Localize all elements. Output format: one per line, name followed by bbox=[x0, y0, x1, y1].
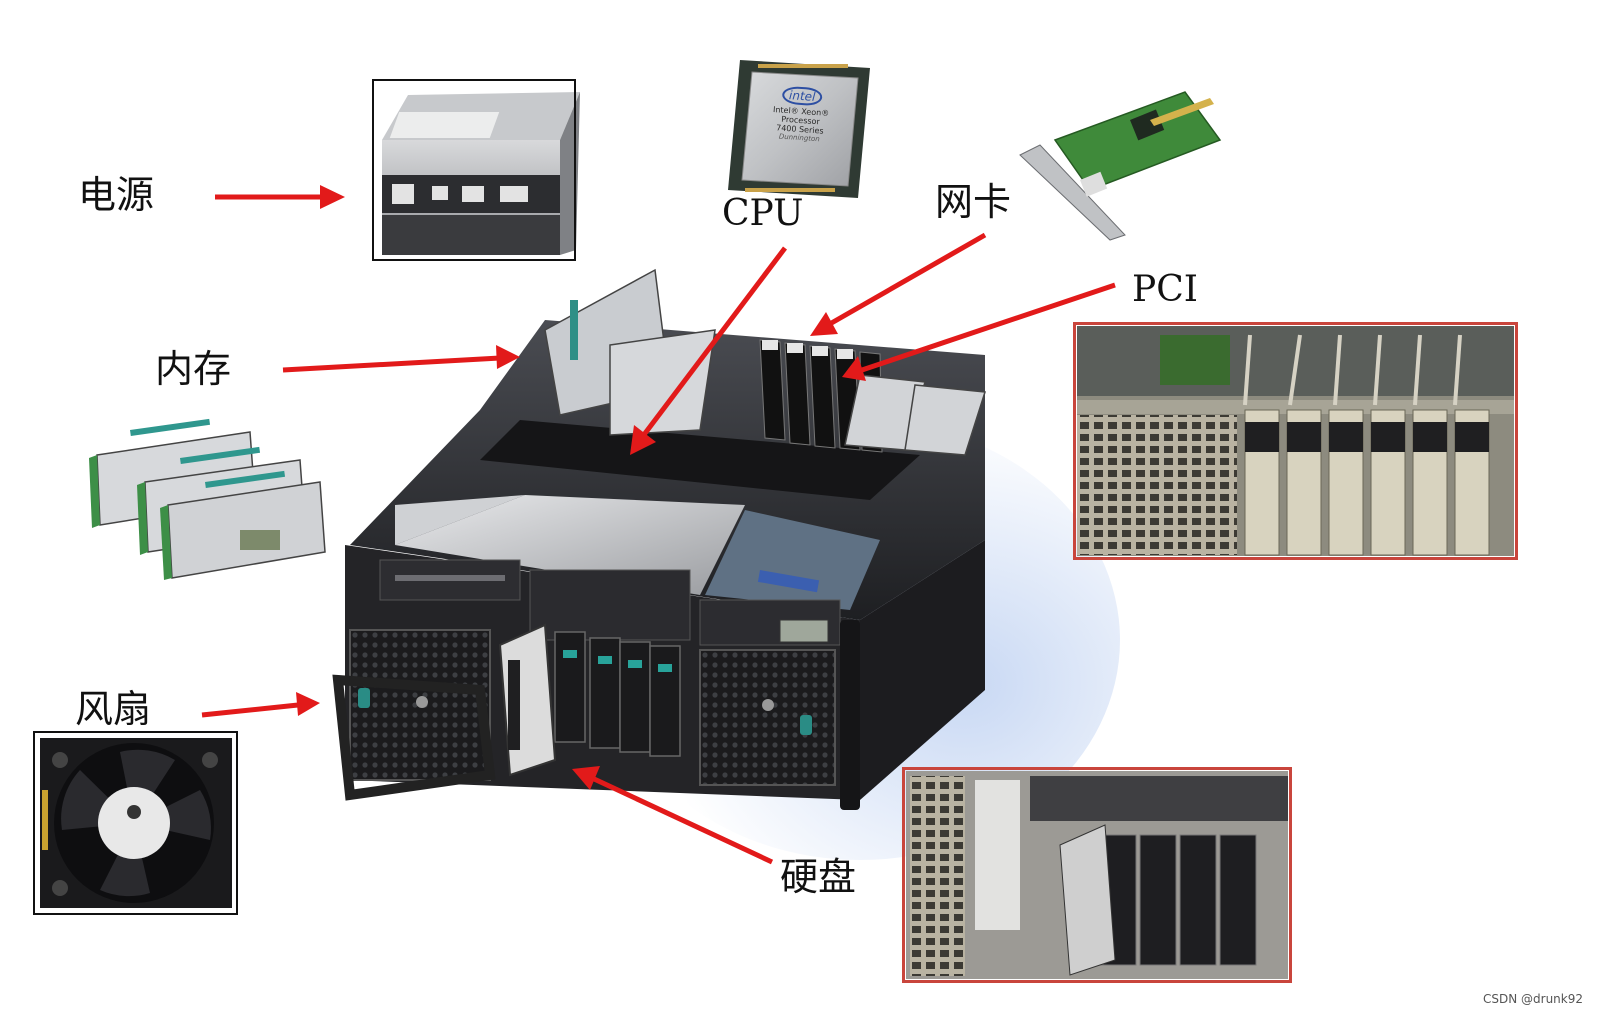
power-supply-frame bbox=[372, 79, 576, 261]
label-cpu: CPU bbox=[722, 193, 804, 234]
cpu-chip-text: intel Intel® Xeon® Processor 7400 Series… bbox=[753, 82, 849, 145]
cpu-illustration bbox=[728, 60, 870, 198]
label-fan: 风扇 bbox=[75, 687, 152, 731]
fan-frame bbox=[33, 731, 238, 915]
label-nic: 网卡 bbox=[935, 180, 1012, 224]
power-supply-illustration bbox=[382, 92, 580, 255]
label-pci: PCI bbox=[1132, 269, 1198, 310]
memory-modules-illustration bbox=[89, 418, 326, 580]
pci-photo-frame bbox=[1073, 322, 1518, 560]
pci-slots-photo bbox=[1077, 326, 1514, 556]
network-card-illustration bbox=[1019, 91, 1222, 241]
server-chassis-illustration bbox=[332, 268, 986, 810]
disk-photo-frame bbox=[902, 767, 1292, 983]
label-memory: 内存 bbox=[155, 347, 232, 391]
intel-logo: intel bbox=[781, 85, 823, 107]
disk-bay-photo bbox=[906, 771, 1288, 979]
pointer-arrows bbox=[201, 185, 1116, 865]
watermark-text: CSDN @drunk92 bbox=[1482, 992, 1583, 1006]
label-power: 电源 bbox=[78, 173, 155, 217]
fan-illustration bbox=[40, 738, 232, 908]
label-disk: 硬盘 bbox=[780, 855, 857, 899]
